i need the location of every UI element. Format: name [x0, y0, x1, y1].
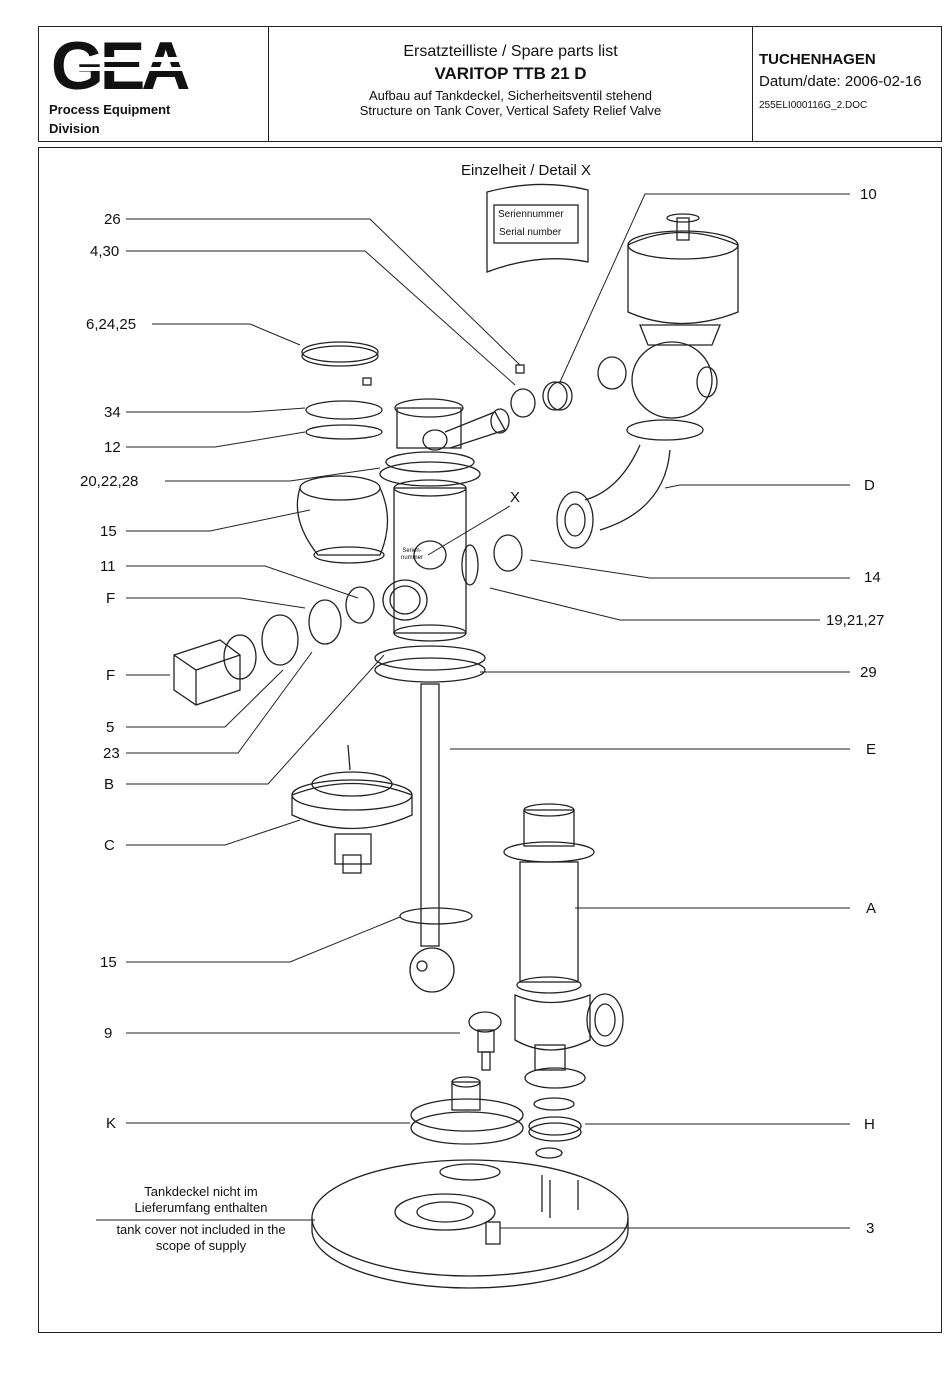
valve-d — [556, 213, 739, 549]
gea-logo: GEA — [51, 33, 239, 95]
label-f-lower: F — [106, 667, 116, 684]
label-f-upper: F — [106, 590, 116, 607]
label-26: 26 — [104, 211, 121, 228]
label-11: 11 — [100, 558, 116, 575]
svg-text:GEA: GEA — [51, 33, 189, 95]
brand-cell: TUCHENHAGEN Datum/date: 2006-02-16 255EL… — [753, 27, 941, 141]
label-5: 5 — [106, 719, 115, 736]
spray-lance-e — [399, 683, 473, 993]
flange-k — [410, 1076, 524, 1145]
label-15-lower: 15 — [100, 954, 117, 971]
label-14: 14 — [864, 569, 881, 586]
part-9 — [468, 1011, 502, 1071]
tank-cover-note-de-1: Tankdeckel nicht im — [144, 1184, 258, 1199]
label-h: H — [864, 1116, 875, 1133]
brand-name: TUCHENHAGEN — [759, 51, 876, 68]
label-k: K — [106, 1115, 117, 1132]
top-housing — [301, 341, 568, 451]
label-x: X — [510, 489, 521, 506]
seal-rings — [223, 381, 573, 680]
title-block: GEA Process Equipment Division Ersatztei… — [38, 26, 942, 142]
serial-tag-small: Serien-nummer — [400, 548, 423, 561]
serial-label-de: Seriennummer — [498, 209, 564, 220]
doc-id: 255ELI000116G_2.DOC — [759, 100, 868, 111]
tank-cover-note-en-2: scope of supply — [155, 1238, 247, 1253]
label-e: E — [866, 741, 877, 758]
label-d: D — [864, 477, 875, 494]
label-a: A — [866, 900, 877, 917]
label-29: 29 — [860, 664, 877, 681]
title-cell: Ersatzteilliste / Spare parts list VARIT… — [269, 27, 753, 141]
division-line1: Process Equipment — [49, 102, 171, 117]
subtitle-en: Structure on Tank Cover, Vertical Safety… — [359, 103, 662, 118]
actuator-c — [291, 744, 413, 874]
doc-date: Datum/date: 2006-02-16 — [759, 73, 922, 90]
label-10: 10 — [860, 186, 877, 203]
label-19-21-27: 19,21,27 — [826, 612, 885, 629]
serial-label-en: Serial number — [499, 227, 562, 238]
label-b: B — [104, 776, 115, 793]
tank-cover — [311, 1159, 629, 1289]
drawing-frame — [38, 147, 942, 1333]
subtitle-de: Aufbau auf Tankdeckel, Sicherheitsventil… — [368, 88, 653, 103]
label-34: 34 — [104, 404, 121, 421]
label-4-30: 4,30 — [90, 243, 120, 260]
leader-lines — [96, 193, 850, 1229]
label-20-22-28: 20,22,28 — [80, 473, 139, 490]
label-9: 9 — [104, 1025, 113, 1042]
tank-cover-note-en-1: tank cover not included in the — [116, 1222, 286, 1237]
central-housing — [374, 451, 486, 683]
detail-x-tag — [486, 183, 589, 273]
safety-valve-a — [503, 803, 624, 1089]
part-h — [528, 1097, 582, 1159]
label-c: C — [104, 837, 115, 854]
detail-x-title: Einzelheit / Detail X — [461, 162, 592, 179]
label-15-upper: 15 — [100, 523, 117, 540]
part-f-box — [173, 639, 241, 706]
product-name: VARITOP TTB 21 D — [434, 64, 587, 83]
label-12: 12 — [104, 439, 121, 456]
label-6-24-25: 6,24,25 — [86, 316, 137, 333]
logo-cell: GEA Process Equipment Division — [39, 27, 269, 141]
left-inlet — [296, 475, 389, 564]
label-23: 23 — [103, 745, 120, 762]
division-line2: Division — [49, 121, 100, 136]
tank-cover-note-de-2: Lieferumfang enthalten — [134, 1200, 268, 1215]
doc-title: Ersatzteilliste / Spare parts list — [403, 43, 618, 60]
label-3: 3 — [866, 1220, 875, 1237]
